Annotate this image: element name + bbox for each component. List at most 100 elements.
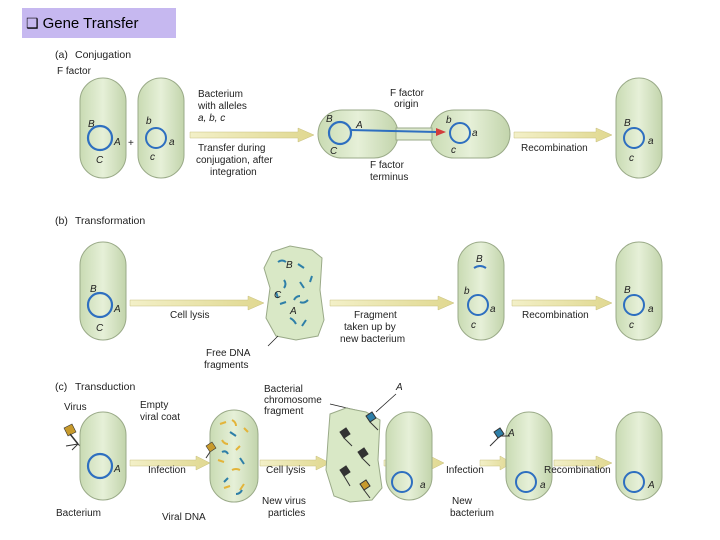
- donor-chromosome-b: [86, 291, 114, 319]
- allele-c-final-b: c: [629, 320, 634, 331]
- viral-dna-fragments: [217, 419, 249, 491]
- recombinant-chromosome-c: [623, 471, 645, 493]
- allele-B-final-b: B: [624, 285, 631, 296]
- allele-A-b: A: [113, 304, 121, 315]
- donor-cell: [79, 77, 127, 179]
- arrow-recombination-a: [513, 127, 613, 143]
- donor-chromosome-conj: [327, 120, 353, 146]
- arrow-cell-lysis-b: [129, 295, 265, 311]
- transfer-label-1: Transfer during: [198, 143, 265, 154]
- transfer-label-3: integration: [210, 167, 257, 178]
- cell-lysis-label-c: Cell lysis: [266, 465, 305, 476]
- recipient-cell-b: [457, 241, 505, 341]
- slide-title-text: Gene Transfer: [42, 14, 139, 32]
- allele-A: A: [113, 137, 121, 148]
- allele-B: B: [88, 119, 95, 130]
- allele-B-b: B: [90, 284, 97, 295]
- f-factor-label: F factor: [57, 66, 92, 77]
- allele-B-uptake: B: [476, 254, 483, 265]
- host-cell-c: [79, 411, 127, 501]
- allele-a-new: a: [420, 480, 426, 491]
- new-bacterium-cell: [385, 411, 433, 501]
- free-dna-label-2: fragments: [204, 360, 248, 371]
- terminus-label-2: terminus: [370, 172, 408, 183]
- bact-frag-label-2: chromosome: [264, 395, 322, 406]
- allele-C: C: [96, 155, 104, 166]
- origin-label-2: origin: [394, 99, 418, 110]
- allele-b-b: b: [464, 286, 470, 297]
- allele-b-conj: b: [446, 115, 452, 126]
- allele-a-transduced: a: [540, 480, 546, 491]
- allele-B-final-a: B: [624, 118, 631, 129]
- plus-sign: +: [128, 138, 134, 149]
- recombinant-cell-b: [615, 241, 663, 341]
- recombinant-chromosome-b: [623, 294, 645, 316]
- fragment-label-2: taken up by: [344, 322, 396, 333]
- allele-C-conj: C: [330, 146, 338, 157]
- new-bacterium-chromosome: [391, 471, 413, 493]
- virus-icon: [63, 423, 85, 451]
- allele-b: b: [146, 116, 152, 127]
- transduced-chromosome: [515, 471, 537, 493]
- virus-label: Virus: [64, 402, 87, 413]
- section-c-heading: (c): [55, 381, 67, 393]
- free-dna-pointer: [267, 335, 279, 347]
- allele-c: c: [150, 152, 155, 163]
- allele-A-lysed: A: [289, 306, 297, 317]
- arrow-transfer: [189, 127, 315, 143]
- new-virus-label-1: New virus: [262, 496, 306, 507]
- transfer-arrowhead: [436, 128, 446, 136]
- transferred-dna-strand: [349, 129, 437, 133]
- bacterium-label-1: Bacterium: [198, 89, 243, 100]
- free-dna-label-1: Free DNA: [206, 348, 251, 359]
- allele-B-lysed: B: [286, 260, 293, 271]
- arrow-cell-lysis-c: [259, 455, 331, 471]
- allele-C-b: C: [96, 323, 104, 334]
- infection-label-2: Infection: [446, 465, 484, 476]
- arrow-recombination-b: [511, 295, 613, 311]
- viral-dna-label: Viral DNA: [162, 512, 206, 523]
- fragment-label-3: new bacterium: [340, 334, 405, 345]
- allele-a-b: a: [490, 304, 496, 315]
- bacterium-label-c: Bacterium: [56, 508, 101, 519]
- cell-lysis-label-b: Cell lysis: [170, 310, 209, 321]
- section-c-name: Transduction: [75, 381, 135, 393]
- recombination-label-c: Recombination: [544, 465, 611, 476]
- allele-a: a: [169, 137, 175, 148]
- new-bacterium-label-2: bacterium: [450, 508, 494, 519]
- new-virus-label-2: particles: [268, 508, 305, 519]
- bacterium-label-2: with alleles: [197, 101, 247, 112]
- arrow-fragment-uptake: [329, 295, 455, 311]
- empty-coat-label-1: Empty: [140, 400, 168, 411]
- host-chromosome-c: [86, 452, 114, 480]
- free-dna-fragments: [275, 259, 313, 327]
- recipient-chromosome-b: [467, 294, 489, 316]
- recombination-label-b: Recombination: [522, 310, 589, 321]
- recipient-cell: [137, 77, 185, 179]
- checkbox-bullet-icon: ❑: [26, 14, 39, 31]
- empty-viral-coat-icon: [205, 441, 217, 459]
- allele-c-conj: c: [451, 145, 456, 156]
- recombinant-chromosome-a: [623, 127, 645, 149]
- arrow-infection-1: [129, 455, 211, 471]
- transfer-label-2: conjugation, after: [196, 155, 273, 166]
- recombination-label-a: Recombination: [521, 143, 588, 154]
- section-b-heading: (b): [55, 215, 68, 227]
- taken-up-fragment: [473, 265, 487, 269]
- allele-c-b: c: [471, 320, 476, 331]
- host-dna-fragments: [221, 431, 245, 495]
- allele-A-conj: A: [355, 120, 363, 131]
- donor-chromosome: [86, 124, 114, 152]
- recipient-chromosome: [145, 127, 167, 149]
- bact-frag-label-3: fragment: [264, 406, 304, 417]
- section-a-name: Conjugation: [75, 49, 131, 61]
- recombinant-cell-c: [615, 411, 663, 501]
- recipient-chromosome-conj: [449, 122, 471, 144]
- terminus-label-1: F factor: [370, 160, 405, 171]
- recombinant-cell-a: [615, 77, 663, 179]
- infected-cell: [209, 409, 259, 503]
- lysed-cell: [263, 245, 325, 341]
- allele-A-final-c: A: [647, 480, 655, 491]
- allele-A-c: A: [113, 464, 121, 475]
- empty-coat-label-2: viral coat: [140, 412, 180, 423]
